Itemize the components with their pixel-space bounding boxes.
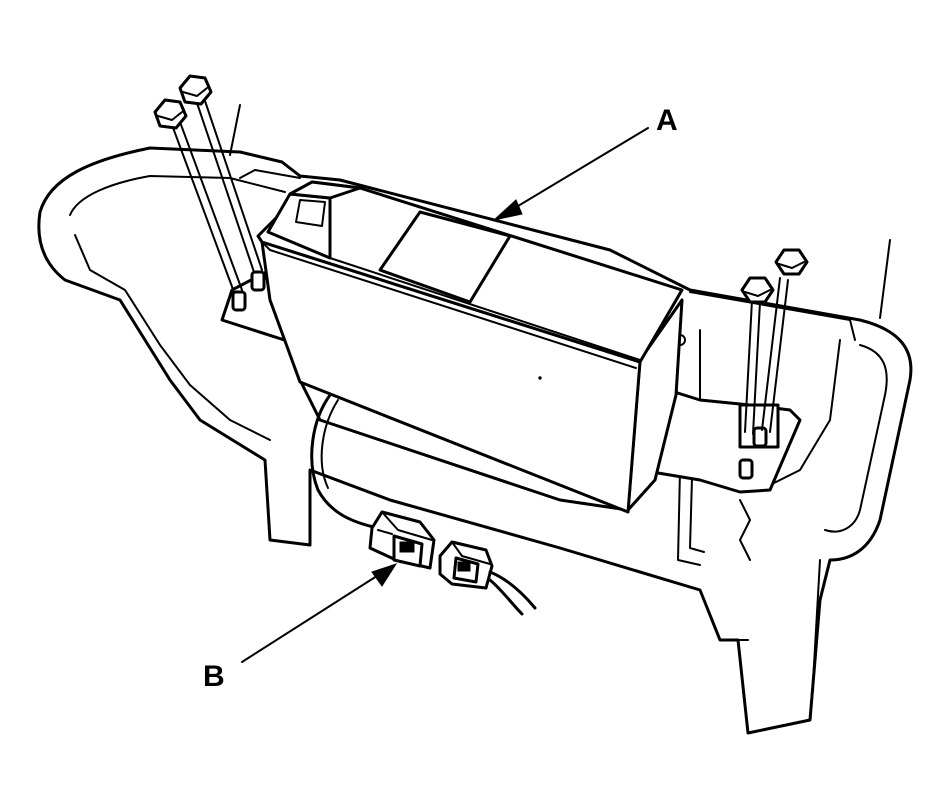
callout-label-b: B: [203, 660, 225, 693]
control-unit: [256, 180, 684, 514]
bolt-left-2: [178, 74, 263, 273]
right-stud-2: [738, 458, 754, 480]
arrow-a: [492, 127, 649, 221]
left-stud-2: [250, 270, 266, 292]
harness-lead-1: [488, 570, 537, 610]
bolt-right-2: [761, 248, 809, 433]
callout-label-a: A: [656, 104, 678, 137]
right-bracket: [638, 334, 802, 494]
right-stud-1: [752, 426, 768, 448]
bolt-right-1: [740, 276, 775, 435]
connector-half-harness-side: [438, 540, 494, 590]
connector-half-unit-side: [368, 510, 436, 570]
bolt-left-1: [153, 98, 243, 293]
left-stud-1: [231, 290, 247, 312]
harness-lead-2: [488, 578, 524, 616]
connector-b: [368, 510, 537, 616]
wire-harness: [310, 393, 380, 530]
arrow-b: [241, 563, 398, 663]
